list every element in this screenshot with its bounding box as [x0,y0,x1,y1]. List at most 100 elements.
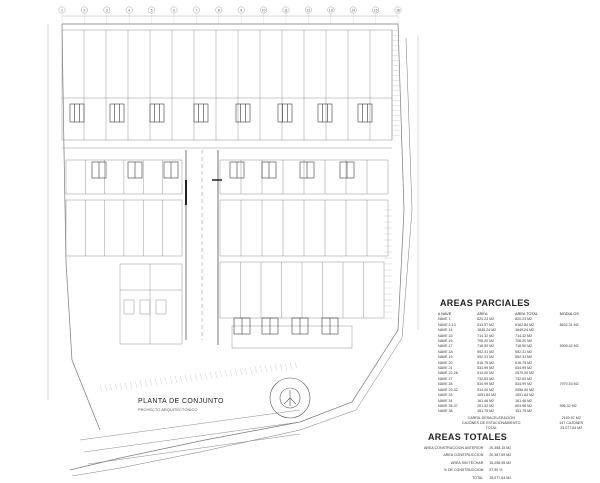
table-cell: 996.32 M2 [559,403,577,408]
parking-stall [391,34,401,37]
table-cell: 716.90 M2 [515,344,533,349]
axis-bubble [394,6,402,14]
office-annex [119,263,183,345]
axis-number: 7 [195,8,197,12]
table-cell: NAVE 29-32 [438,387,458,392]
axis-bubble [103,6,111,14]
summary-cell: CAJONES DE ESTACIONAMIENTO [462,420,521,425]
parking-stall [391,114,401,117]
axis-bubble [372,6,379,14]
axis-number: 5 [151,8,153,12]
summary-cell: 2100.57 M2 [561,415,581,420]
totals-row: AREA CONSTRUCCION 20,387.69 M2 [422,453,530,458]
col-header: MODULOS [559,312,579,316]
axis-bubble [148,6,156,14]
totals-cell: AREA CONSTRUCCION ANTERIOR [424,446,484,450]
axis-bubble [237,6,245,14]
table-cell: NAVE 15 [438,333,453,338]
table-cell: 7970.53 M2 [559,382,579,387]
table-cell: 820.23 M2 [477,317,495,322]
totals-cell: AREA CONSTRUCCION [443,453,484,458]
parking-stall [391,134,401,137]
parking-stall [269,364,273,372]
totals-cell: TOTAL [472,475,484,480]
parking-stall [239,368,243,376]
table-cell: 820.23 M2 [515,317,533,322]
parking-stall [124,381,128,390]
axis-bubble [170,6,178,14]
axis-bubble [192,6,200,14]
parking-stall [391,109,401,112]
table-cell: 592.31 M2 [515,355,533,360]
parking-stall [129,381,133,389]
axis-number: 2 [83,8,85,12]
axis-bubble [260,6,267,14]
totals-cell: 57.99 % [489,468,503,473]
table-cell: 151.75 M2 [477,409,495,414]
axis-number: 8 [218,8,220,12]
totals-cell: 20,387.69 M2 [489,453,512,458]
table-cell: NAVE 22-26 [438,371,458,376]
parking-stall [264,365,268,373]
parking-stall [391,39,401,42]
table-cell: 1051.84 M2 [477,393,497,398]
parking-stall [274,363,278,372]
parking-stall [294,361,298,369]
axis-number: 10 [262,8,266,12]
table-cell: 714.32 M2 [515,333,533,338]
dock-block [69,103,85,123]
axis-number: 9 [240,8,242,12]
table-cell: 534.99 M2 [515,366,533,371]
parking-stall [109,383,113,391]
axis-number: 14 [351,8,355,12]
axis-bubble [58,6,66,14]
totals-cell: AREA SIN TECHAR [451,460,484,465]
parking-stall [114,383,118,391]
table-cell: 2570.00 M2 [515,371,535,376]
table-row: NAVE 1 820.23 M2 820.23 M2 [436,317,596,322]
table-cell: 513.57 M2 [477,322,495,327]
parking-stall [391,64,401,67]
axis-bubble [304,6,312,14]
col-header: AREA [477,312,488,316]
areas-parciales-title: AREAS PARCIALES [440,298,530,308]
parking-stall [149,378,153,387]
table-cell: 1051.84 M2 [515,393,535,398]
parking-stall [224,369,228,378]
table-cell: NAVE 38 [438,409,453,414]
axis-number: 13 [329,8,333,12]
dock-block [149,103,165,123]
central-road [185,150,222,345]
table-cell: 616.75 M2 [477,360,495,365]
parking-stall [391,89,401,92]
parking-stall [391,124,401,127]
axis-bubble [282,6,290,14]
table-cell: NAVE 1 [438,317,451,322]
table-cell: 706.20 M2 [515,339,533,344]
parking-stall [249,366,253,375]
axis-number: 4 [128,8,130,12]
table-cell: 732.63 M2 [515,376,533,381]
table-cell: NAVE 16 [438,339,453,344]
table-cell: NAVE 35-37 [438,403,458,408]
table-cell: 534.99 M2 [477,382,495,387]
summary-cell: 25,077.64 M2 [560,425,583,430]
axis-number: 1 [61,8,63,12]
parking-stall [144,379,148,387]
axis-number: 12 [307,8,311,12]
parking-stall [391,54,401,57]
